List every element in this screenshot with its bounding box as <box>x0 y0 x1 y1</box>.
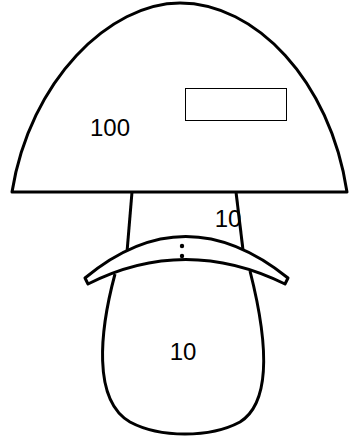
node-number: 100 <box>90 115 130 141</box>
node-number: 10 <box>170 339 197 365</box>
stem-ring <box>85 237 288 285</box>
number-box: 10 <box>185 88 287 121</box>
mushroom-cap: 10 100 <box>0 0 351 196</box>
ring-dot <box>180 244 184 248</box>
mushroom-bulb-outline <box>103 271 264 434</box>
ring-dot <box>180 254 184 258</box>
mushroom-cap-outline <box>12 3 347 192</box>
node-number: 10 <box>215 206 242 232</box>
mushroom-cap-outline <box>0 0 351 196</box>
mushroom-bulb: 10 <box>95 262 275 436</box>
stem-outline <box>127 192 132 252</box>
